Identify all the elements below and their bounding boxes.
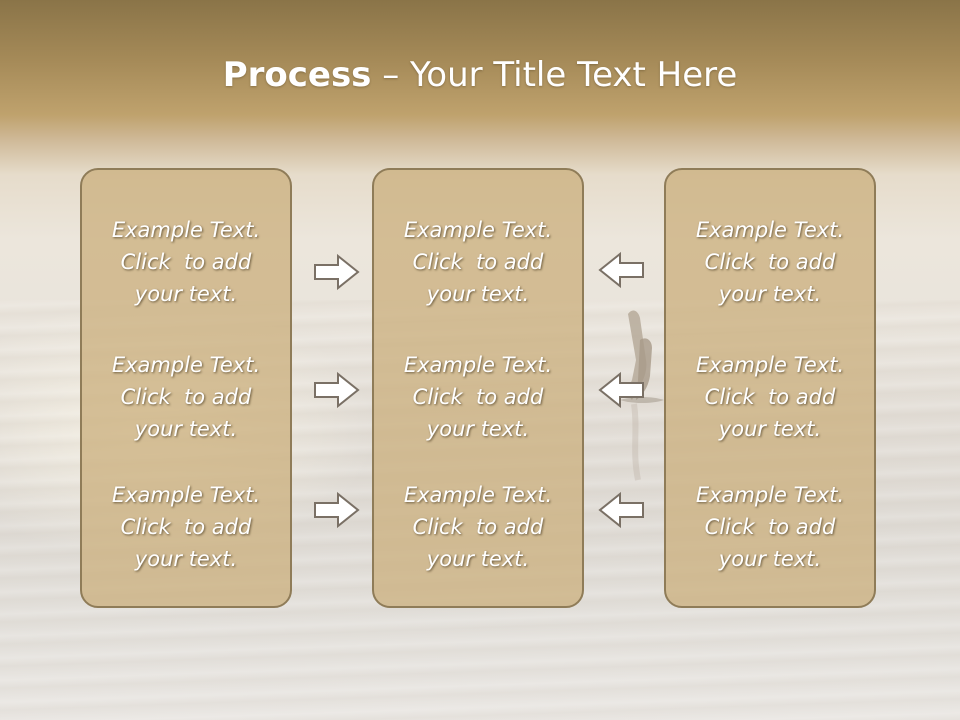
text-line: Example Text.	[111, 353, 261, 377]
text-placeholder[interactable]: Example Text. Click to add your text.	[666, 214, 874, 310]
text-placeholder[interactable]: Example Text. Click to add your text.	[82, 349, 290, 445]
text-line: your text.	[134, 417, 238, 441]
text-line: your text.	[426, 417, 530, 441]
text-line: Click to add	[120, 385, 252, 409]
text-line: your text.	[718, 417, 822, 441]
arrow-left-icon	[598, 371, 644, 409]
text-line: your text.	[426, 547, 530, 571]
text-placeholder[interactable]: Example Text. Click to add your text.	[666, 349, 874, 445]
arrow-right-icon	[314, 491, 360, 529]
text-line: your text.	[426, 282, 530, 306]
text-placeholder[interactable]: Example Text. Click to add your text.	[374, 349, 582, 445]
title-rest: – Your Title Text Here	[371, 55, 738, 95]
text-line: Example Text.	[695, 218, 845, 242]
text-line: Click to add	[704, 250, 836, 274]
text-line: your text.	[718, 282, 822, 306]
text-placeholder[interactable]: Example Text. Click to add your text.	[374, 479, 582, 575]
text-line: Example Text.	[403, 353, 553, 377]
text-line: Example Text.	[695, 483, 845, 507]
title-bold: Process	[222, 55, 372, 95]
text-placeholder[interactable]: Example Text. Click to add your text.	[666, 479, 874, 575]
text-line: Example Text.	[111, 483, 261, 507]
text-line: Example Text.	[111, 218, 261, 242]
text-line: Example Text.	[403, 483, 553, 507]
text-placeholder[interactable]: Example Text. Click to add your text.	[82, 479, 290, 575]
text-line: Click to add	[120, 515, 252, 539]
text-line: Click to add	[412, 385, 544, 409]
arrow-right-icon	[314, 371, 360, 409]
text-line: Click to add	[704, 385, 836, 409]
center-panel: Example Text. Click to add your text. Ex…	[372, 168, 584, 608]
text-line: your text.	[134, 282, 238, 306]
text-line: Click to add	[412, 250, 544, 274]
text-line: Example Text.	[695, 353, 845, 377]
right-panel: Example Text. Click to add your text. Ex…	[664, 168, 876, 608]
arrow-left-icon	[598, 251, 644, 289]
text-line: Click to add	[704, 515, 836, 539]
text-line: your text.	[718, 547, 822, 571]
text-placeholder[interactable]: Example Text. Click to add your text.	[374, 214, 582, 310]
slide-title[interactable]: Process – Your Title Text Here	[0, 52, 960, 98]
left-panel: Example Text. Click to add your text. Ex…	[80, 168, 292, 608]
arrow-right-icon	[314, 253, 360, 291]
text-line: Click to add	[120, 250, 252, 274]
arrow-left-icon	[598, 491, 644, 529]
text-line: Click to add	[412, 515, 544, 539]
text-line: Example Text.	[403, 218, 553, 242]
text-line: your text.	[134, 547, 238, 571]
text-placeholder[interactable]: Example Text. Click to add your text.	[82, 214, 290, 310]
